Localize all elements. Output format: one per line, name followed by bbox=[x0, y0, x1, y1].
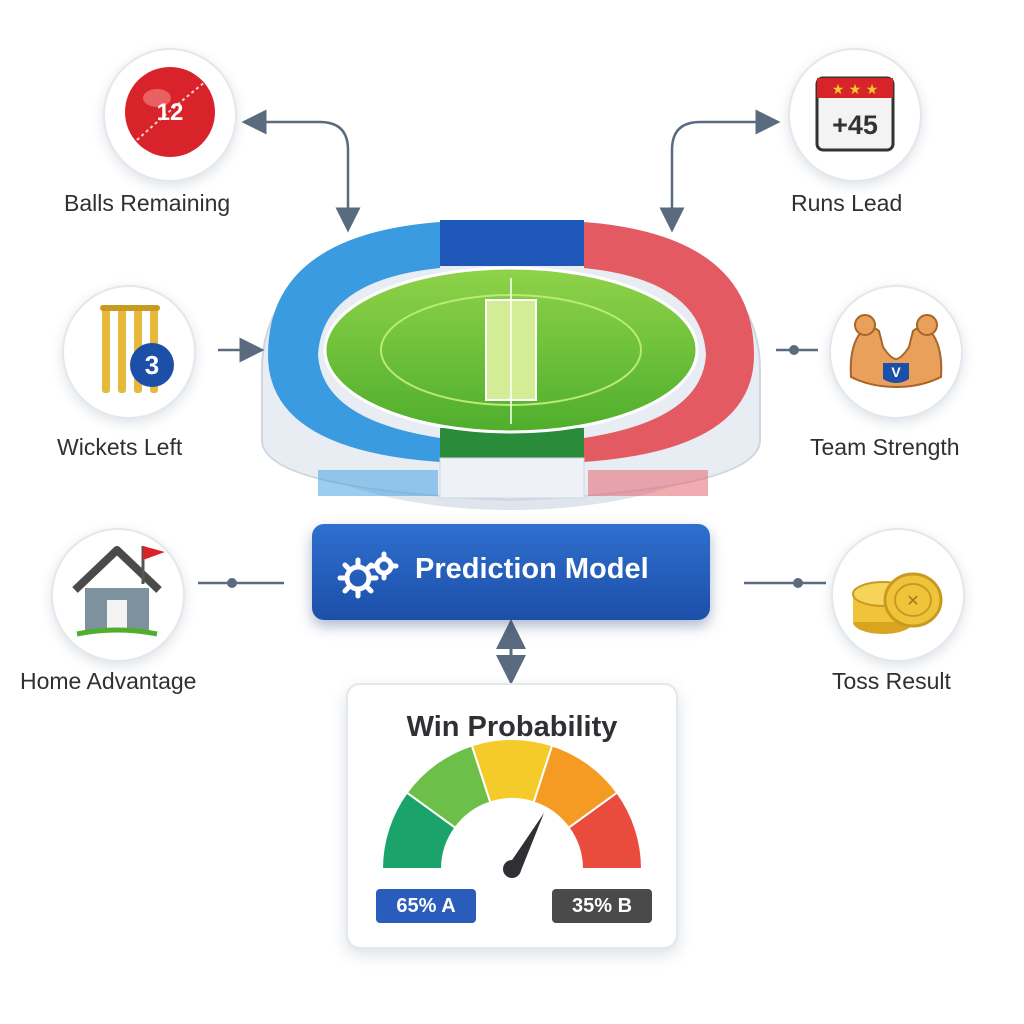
prediction-model-label: Prediction Model bbox=[415, 553, 649, 585]
probability-gauge bbox=[380, 738, 644, 878]
gauge-needle bbox=[506, 813, 544, 873]
balls-remaining-node: 12 bbox=[103, 48, 237, 182]
runs-lead-node: ★ ★ ★ +45 bbox=[788, 48, 922, 182]
wickets-value: 3 bbox=[145, 350, 159, 380]
prediction-model-box: Prediction Model bbox=[312, 524, 710, 620]
team-strength-label: Team Strength bbox=[810, 434, 960, 460]
win-probability-title: Win Probability bbox=[406, 711, 618, 743]
toss-result-label: Toss Result bbox=[832, 668, 951, 694]
connector-runs-lead bbox=[659, 109, 781, 233]
gauge-segment bbox=[567, 791, 644, 870]
wickets-icon: 3 bbox=[100, 305, 174, 393]
win-probability-card: Win Probability 65% A 35% B bbox=[346, 683, 678, 949]
home-advantage-node bbox=[51, 528, 185, 662]
team-strength-node: V bbox=[829, 285, 963, 419]
wickets-left-label: Wickets Left bbox=[57, 434, 183, 460]
home-flag-icon bbox=[72, 546, 165, 637]
svg-text:V: V bbox=[891, 364, 901, 380]
svg-text:★ ★ ★: ★ ★ ★ bbox=[832, 82, 879, 98]
wickets-left-node: 3 bbox=[62, 285, 196, 419]
scoreboard-icon: ★ ★ ★ +45 bbox=[815, 76, 895, 152]
team-a-badge: 65% A bbox=[376, 889, 476, 923]
gauge-hub bbox=[503, 860, 521, 878]
balls-remaining-label: Balls Remaining bbox=[64, 190, 231, 216]
coins-icon: ✕ bbox=[852, 572, 943, 634]
gears-icon bbox=[337, 551, 399, 599]
runs-lead-value: +45 bbox=[832, 110, 878, 140]
connector-balls-remaining bbox=[241, 109, 361, 233]
team-b-badge: 35% B bbox=[552, 889, 652, 923]
toss-result-node: ✕ bbox=[831, 528, 965, 662]
stadium-illustration bbox=[261, 220, 761, 510]
runs-lead-label: Runs Lead bbox=[791, 190, 903, 216]
balls-value: 12 bbox=[157, 99, 184, 126]
home-advantage-label: Home Advantage bbox=[20, 668, 197, 694]
cricket-ball-icon: 12 bbox=[125, 67, 215, 157]
flexed-arms-icon: V bbox=[849, 314, 943, 389]
svg-text:✕: ✕ bbox=[906, 591, 919, 610]
